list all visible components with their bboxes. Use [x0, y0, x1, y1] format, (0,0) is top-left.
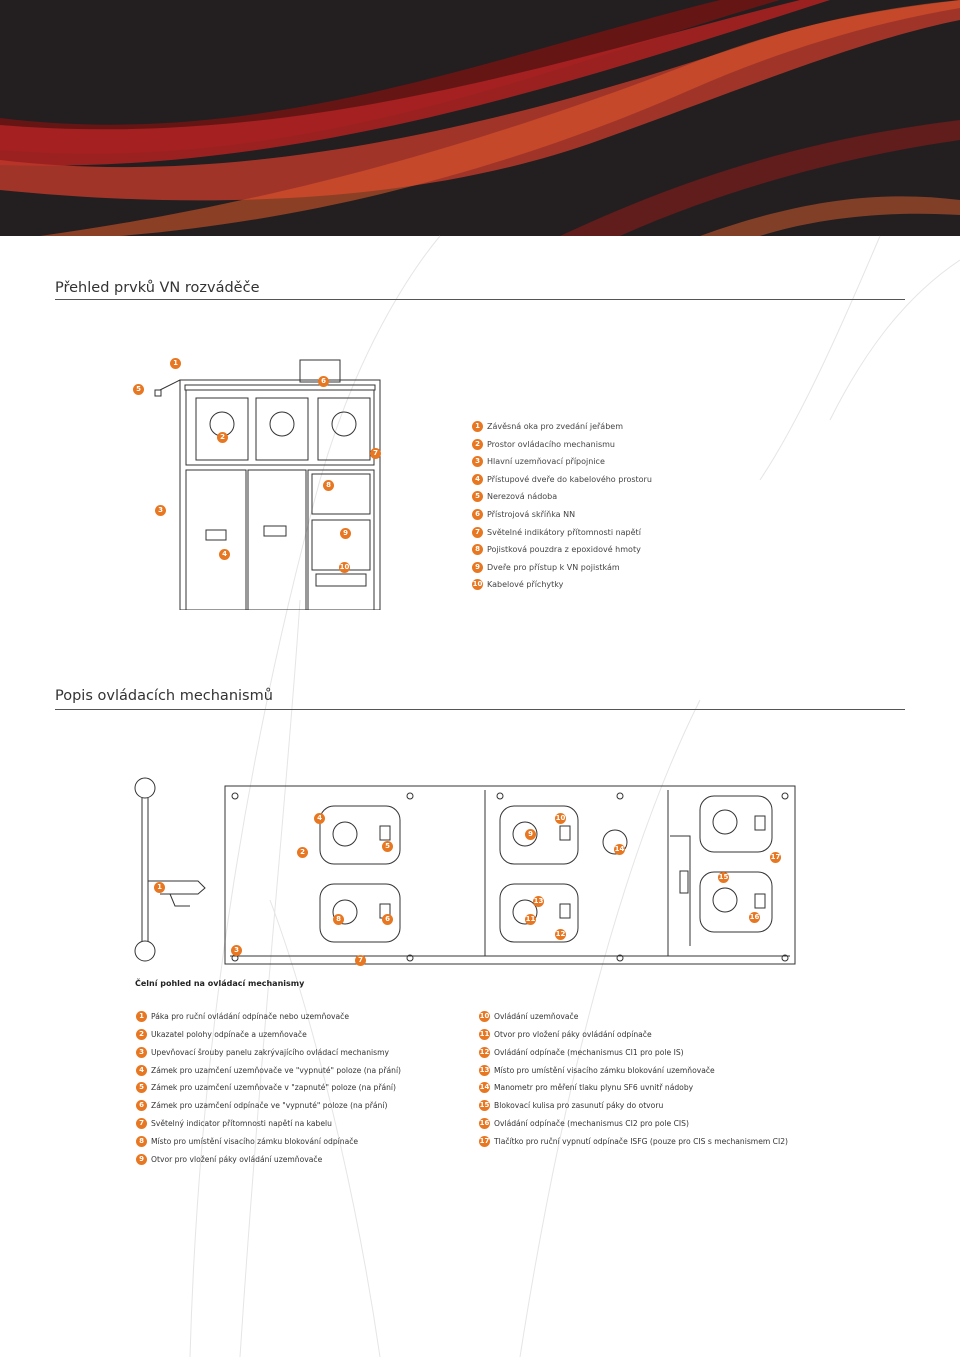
legend-text: Hlavní uzemňovací přípojnice	[487, 457, 605, 467]
legend-number: 10	[472, 579, 483, 591]
legend-number: 1	[472, 421, 483, 432]
legend-number: 14	[479, 1082, 490, 1093]
callout-3: 3	[231, 945, 242, 956]
legend-text: Světelné indikátory přítomnosti napětí	[487, 527, 641, 537]
callout-16: 16	[749, 912, 760, 923]
legend-text: Zámek pro uzamčení odpínače ve "vypnuté"…	[151, 1101, 388, 1110]
legend-number: 5	[136, 1082, 147, 1093]
legend-text: Ovládání uzemňovače	[494, 1012, 579, 1021]
legend-number: 9	[472, 561, 483, 573]
legend-text: Světelný indicator přítomnosti napětí na…	[151, 1119, 332, 1128]
callout-8: 8	[333, 914, 344, 925]
legend-text: Nerezová nádoba	[487, 492, 558, 502]
legend-number: 15	[479, 1100, 490, 1111]
legend-number: 8	[472, 544, 483, 556]
legend-text: Přístupové dveře do kabelového prostoru	[487, 474, 652, 484]
legend-text: Prostor ovládacího mechanismu	[487, 439, 615, 449]
legend-text: Ovládání odpínače (mechanismus CI2 pro p…	[494, 1119, 689, 1128]
callout-7: 7	[370, 448, 381, 459]
legend-number: 1	[136, 1011, 147, 1022]
callout-13: 13	[533, 896, 544, 907]
callout-17: 17	[770, 852, 781, 863]
legend-text: Pojistková pouzdra z epoxidové hmoty	[487, 545, 641, 555]
figure-caption: Čelní pohled na ovládací mechanismy	[135, 979, 305, 988]
legend-number: 11	[479, 1029, 490, 1040]
callout-9: 9	[525, 829, 536, 840]
legend-text: Otvor pro vložení páky ovládání uzemňova…	[151, 1155, 323, 1164]
legend-number: 8	[136, 1136, 147, 1147]
legend-text: Ovládání odpínače (mechanismus CI1 pro p…	[494, 1048, 684, 1057]
legend-number: 6	[136, 1100, 147, 1111]
legend-text: Zámek pro uzamčení uzemňovače v "zapnuté…	[151, 1083, 396, 1092]
legend-number: 3	[136, 1047, 147, 1058]
legend-number: 7	[136, 1118, 147, 1129]
legend-number: 13	[479, 1065, 490, 1076]
callout-5: 5	[133, 384, 144, 395]
callout-2: 2	[217, 432, 228, 443]
legend-number: 17	[479, 1136, 490, 1147]
legend-number: 9	[136, 1154, 147, 1165]
legend-text: Dveře pro přístup k VN pojistkám	[487, 562, 620, 572]
callout-12: 12	[555, 929, 566, 940]
callout-1: 1	[154, 882, 165, 893]
callout-4: 4	[219, 549, 230, 560]
callout-6: 6	[318, 376, 329, 387]
callout-3: 3	[155, 505, 166, 516]
section-divider	[55, 299, 905, 300]
legend-number: 2	[472, 438, 483, 450]
legend-text: Páka pro ruční ovládání odpínače nebo uz…	[151, 1012, 350, 1021]
legend-text: Závěsná oka pro zvedání jeřábem	[487, 422, 623, 431]
mechanism-panel-drawing	[134, 777, 796, 965]
legend-number: 4	[136, 1065, 147, 1076]
legend-text: Tlačítko pro ruční vypnutí odpínače ISFG…	[494, 1137, 789, 1146]
legend-number: 4	[472, 473, 483, 485]
legend-number: 3	[472, 456, 483, 468]
callout-14: 14	[614, 844, 625, 855]
legend-number: 6	[472, 509, 483, 520]
legend-number: 2	[136, 1029, 147, 1040]
legend-text: Upevňovací šrouby panelu zakrývajícího o…	[151, 1048, 389, 1057]
legend-number: 12	[479, 1047, 490, 1058]
callout-8: 8	[323, 480, 334, 491]
callout-15: 15	[718, 872, 729, 883]
legend-text: Kabelové příchytky	[487, 580, 564, 590]
header-banner	[0, 0, 960, 236]
section-divider	[55, 709, 905, 710]
callout-4: 4	[314, 813, 325, 824]
callout-10: 10	[555, 813, 566, 824]
legend-number: 10	[479, 1011, 490, 1022]
legend-text: Blokovací kulisa pro zasunutí páky do ot…	[494, 1101, 664, 1110]
legend-text: Otvor pro vložení páky ovládání odpínače	[494, 1030, 652, 1039]
callout-9: 9	[340, 528, 351, 539]
callout-5: 5	[382, 841, 393, 852]
callout-1: 1	[170, 358, 181, 369]
callout-6: 6	[382, 914, 393, 925]
legend-text: Ukazatel polohy odpínače a uzemňovače	[151, 1030, 307, 1039]
legend-text: Zámek pro uzamčení uzemňovače ve "vypnut…	[151, 1066, 402, 1075]
section-title-mechanisms: Popis ovládacích mechanismů	[55, 688, 273, 704]
section-title-overview: Přehled prvků VN rozváděče	[55, 280, 260, 296]
callout-10: 10	[339, 562, 350, 573]
legend-text: Místo pro umístění visacího zámku blokov…	[151, 1137, 359, 1146]
legend-number: 7	[472, 526, 483, 538]
legend-text: Přístrojová skříňka NN	[487, 510, 576, 519]
callout-11: 11	[525, 914, 536, 925]
banner-stripes	[0, 0, 960, 236]
legend-text: Místo pro umístění visacího zámku blokov…	[494, 1066, 715, 1075]
switchgear-drawing	[154, 359, 381, 610]
legend-number: 5	[472, 491, 483, 503]
callout-2: 2	[297, 847, 308, 858]
legend-text: Manometr pro měření tlaku plynu SF6 uvni…	[494, 1083, 694, 1092]
legend-number: 16	[479, 1118, 490, 1129]
callout-7: 7	[355, 955, 366, 966]
